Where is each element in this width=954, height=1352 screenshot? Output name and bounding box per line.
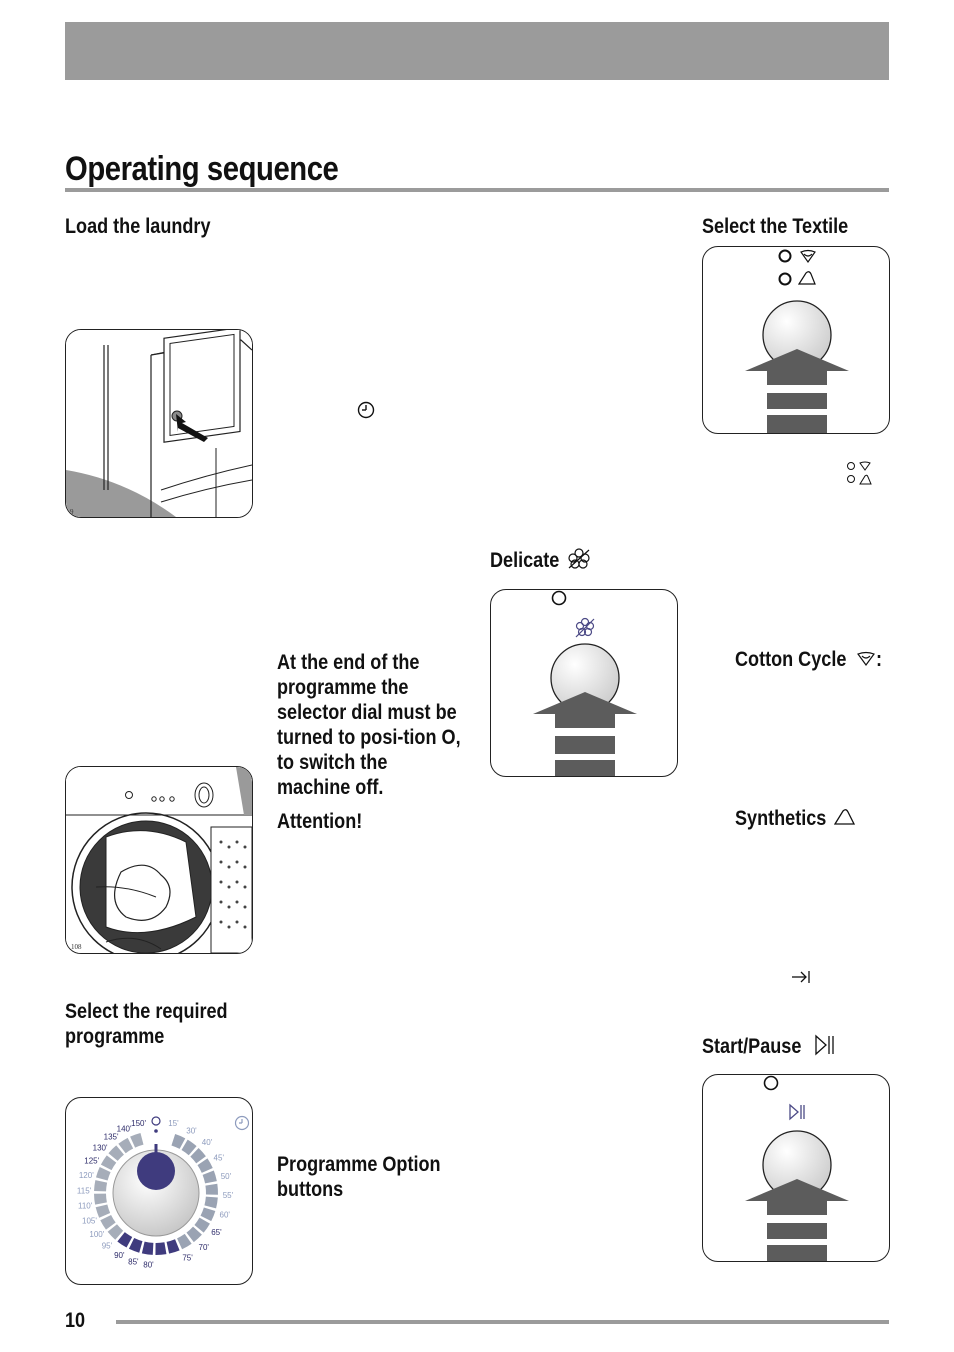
drum-loading-illustration: 108	[65, 766, 253, 954]
end-of-programme-notice: At the end of the programme the selector…	[277, 650, 462, 800]
dial-ring-segment	[100, 1214, 116, 1230]
dial-ring-segment	[141, 1241, 154, 1255]
timer-icon	[356, 401, 376, 419]
synthetics-heading: Synthetics	[735, 807, 827, 830]
delicate-flower-icon	[567, 548, 591, 570]
timer-icon	[234, 1115, 250, 1131]
synthetics-icon	[859, 474, 872, 485]
programme-dial-panel: 15'30'40'45'50'55'60'65'70'75'150'140'13…	[65, 1097, 253, 1285]
start-pause-button-panel	[702, 1074, 890, 1262]
dial-ring-segment	[94, 1193, 107, 1205]
dial-label: 55'	[223, 1191, 234, 1200]
programme-option-heading: Programme Option buttons	[277, 1153, 441, 1201]
dial-ring-segment	[202, 1170, 217, 1184]
dial-label: 15'	[168, 1119, 179, 1128]
dial-ring-segment	[171, 1134, 186, 1149]
dial-ring-segment	[95, 1167, 111, 1181]
dial-label: 45'	[214, 1154, 225, 1163]
dial-label: 80'	[143, 1261, 154, 1270]
drum-loading-code: 108	[71, 943, 82, 951]
dial-label: 150'	[131, 1119, 146, 1128]
start-pause-heading: Start/Pause	[702, 1035, 802, 1058]
dial-label: 30'	[186, 1126, 197, 1135]
dial-label: 110'	[78, 1202, 93, 1211]
dial-label: 95'	[102, 1242, 113, 1251]
end-of-programme-text: At the end of the programme the selector…	[277, 651, 461, 799]
dial-ring-segment	[194, 1217, 210, 1233]
dial-label: 125'	[84, 1157, 99, 1166]
footer-rule	[116, 1320, 889, 1324]
dial-ring-segment	[155, 1242, 167, 1255]
dial-ring-segment	[107, 1224, 124, 1240]
dial-label: 105'	[82, 1217, 97, 1226]
dial-ring-segment	[95, 1204, 111, 1218]
dial-ring-segment	[166, 1239, 180, 1254]
page-number: 10	[65, 1309, 86, 1332]
dial-ring-segment	[204, 1196, 218, 1209]
dial-ring-segment	[181, 1139, 197, 1156]
dial-ring-segment	[108, 1145, 124, 1161]
programme-dial: 15'30'40'45'50'55'60'65'70'75'150'140'13…	[77, 1115, 250, 1270]
start-pause-icon	[814, 1034, 836, 1056]
cotton-cycle-colon: :	[876, 648, 883, 671]
dial-ring-segment	[197, 1158, 213, 1173]
dryer-door-illustration: 9	[65, 329, 253, 518]
dial-label: 50'	[221, 1172, 232, 1181]
dial-label: 135'	[104, 1133, 119, 1142]
dial-ring-segment	[205, 1183, 218, 1195]
dial-ring-segment	[118, 1137, 134, 1154]
arrow-to-bar-icon	[791, 970, 811, 984]
synthetics-icon	[834, 808, 856, 826]
delicate-button-panel	[490, 589, 678, 777]
attention-label: Attention!	[277, 810, 363, 833]
dial-label: 130'	[93, 1144, 108, 1153]
dial-ring-segment	[200, 1207, 216, 1222]
dial-label: 75'	[182, 1254, 193, 1263]
dial-ring-segment	[94, 1180, 108, 1192]
dial-label: 85'	[128, 1257, 139, 1266]
cotton-icon	[859, 461, 871, 471]
dial-ring-segment	[130, 1132, 144, 1148]
header-bar	[65, 22, 889, 80]
load-laundry-heading: Load the laundry	[65, 215, 211, 238]
textile-legend	[846, 461, 874, 487]
select-textile-heading: Select the Textile	[702, 215, 849, 238]
dial-ring-segment	[177, 1233, 192, 1250]
dial-label: 100'	[89, 1230, 104, 1239]
dial-label: 65'	[211, 1228, 222, 1237]
dial-label: 60'	[220, 1210, 231, 1219]
cotton-icon	[857, 651, 875, 667]
delicate-heading: Delicate	[490, 549, 560, 572]
dial-label: 90'	[114, 1251, 125, 1260]
dial-label: 70'	[199, 1243, 210, 1252]
dial-ring-segment	[117, 1232, 133, 1248]
title-rule	[65, 188, 889, 192]
off-position-marker	[151, 1116, 161, 1126]
dial-label: 120'	[79, 1171, 94, 1180]
dial-ring-segment	[186, 1226, 202, 1243]
dial-label: 140'	[117, 1124, 132, 1133]
page-title: Operating sequence	[65, 150, 339, 188]
dial-label: 115'	[77, 1186, 92, 1195]
dryer-door-code: 9	[70, 508, 74, 516]
dial-ring-segment	[100, 1155, 117, 1171]
dial-ring-segment	[128, 1237, 143, 1253]
select-programme-heading: Select the required programme	[65, 1000, 228, 1048]
textile-button-panel	[702, 246, 890, 434]
dial-label: 40'	[202, 1138, 213, 1147]
cotton-cycle-heading: Cotton Cycle	[735, 648, 847, 671]
dial-ring-segment	[190, 1147, 206, 1164]
